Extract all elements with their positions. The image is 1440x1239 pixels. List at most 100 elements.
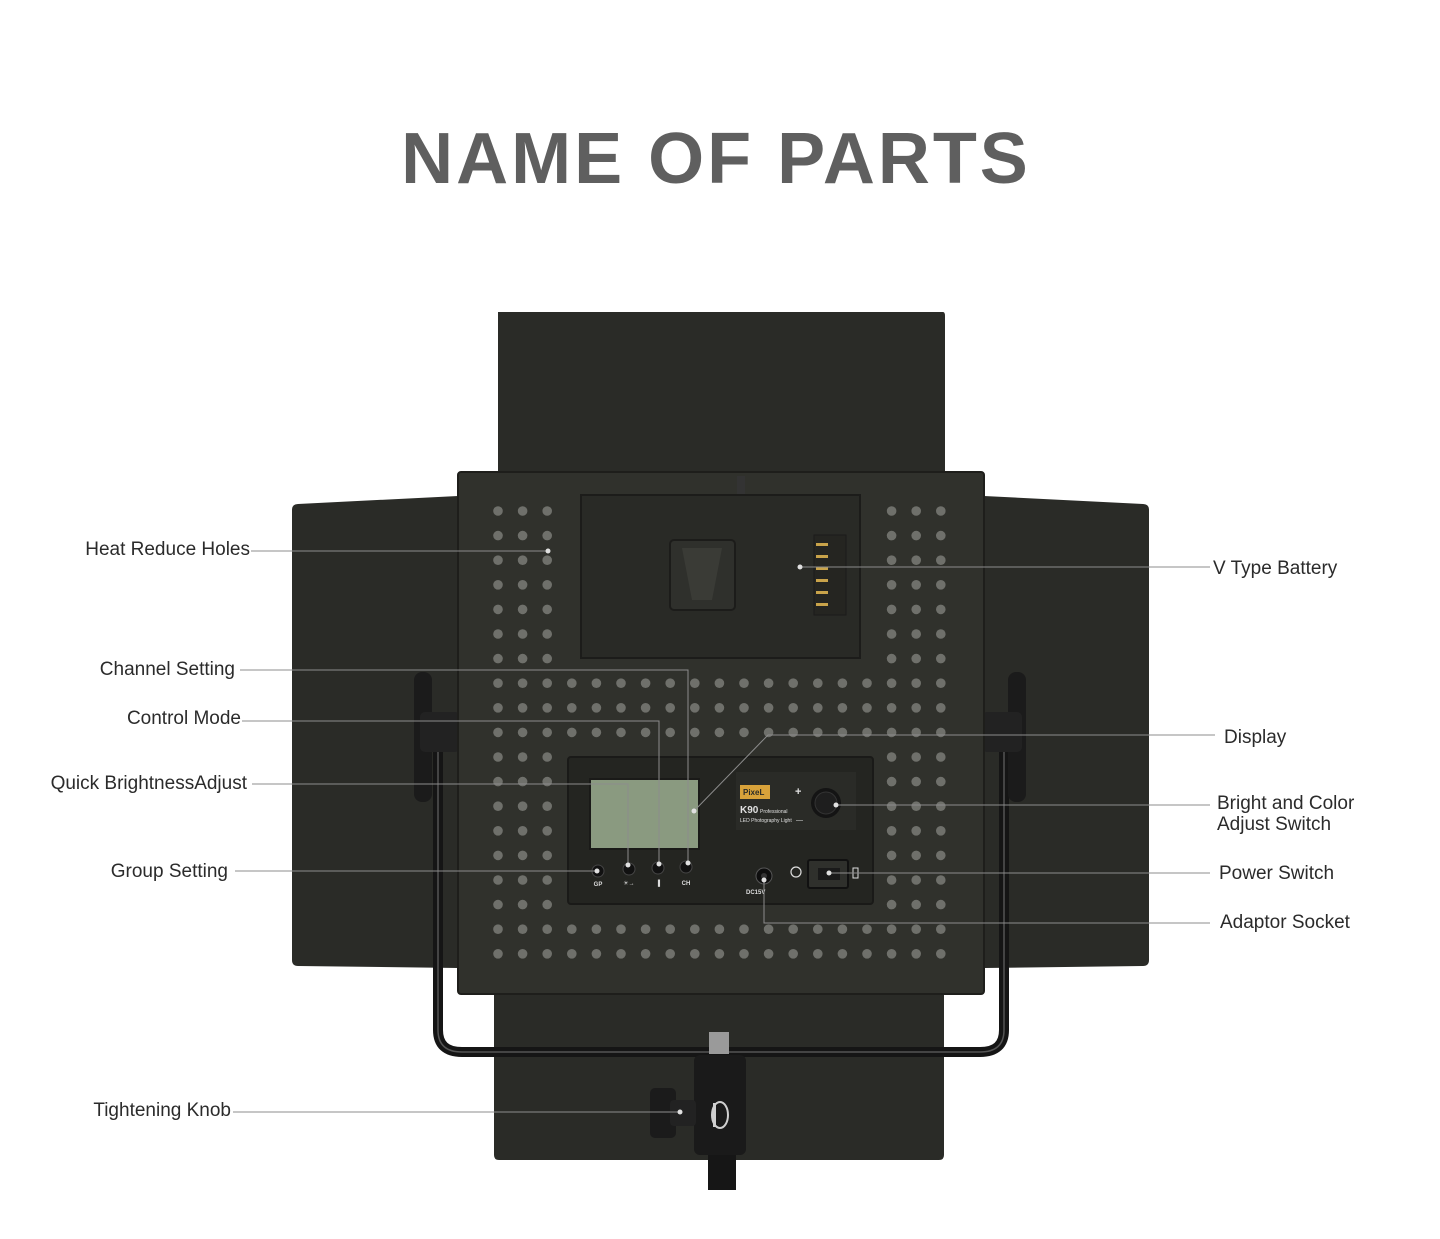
heat-hole (690, 703, 700, 713)
heat-hole (616, 949, 626, 959)
heat-hole (714, 949, 725, 959)
heat-hole (739, 727, 749, 738)
heat-hole (493, 776, 503, 787)
heat-hole (517, 703, 528, 713)
heat-hole (640, 949, 651, 959)
heat-hole (714, 727, 725, 738)
heat-hole (493, 530, 503, 541)
heat-hole (542, 826, 552, 836)
heat-hole (517, 727, 528, 738)
label-heat-reduce-holes: Heat Reduce Holes (85, 539, 250, 560)
heat-hole (911, 776, 921, 787)
heat-hole (542, 653, 552, 664)
model-sub: Professional (760, 809, 788, 815)
heat-hole (542, 727, 552, 738)
brand-logo (740, 785, 770, 799)
heat-hole (591, 949, 602, 959)
heat-hole (936, 752, 946, 762)
heat-hole (542, 555, 552, 565)
heat-hole (886, 776, 897, 787)
heat-hole (493, 801, 503, 811)
heat-hole (591, 703, 602, 713)
leader-lines (233, 550, 1215, 1113)
page-title: NAME OF PARTS (401, 119, 1031, 199)
top-barn-door (498, 312, 945, 474)
heat-hole (567, 949, 577, 959)
heat-hole (837, 678, 848, 688)
label-group-setting: Group Setting (110, 861, 228, 882)
heat-hole (493, 924, 503, 934)
heat-hole (542, 924, 552, 934)
heat-hole (567, 727, 577, 738)
bright-color-knob (811, 788, 841, 818)
model-name: K90 (740, 805, 759, 816)
label-quick-brightness-adjust: Quick BrightnessAdjust (50, 773, 247, 794)
brand-logo-text: PixeL (743, 788, 764, 797)
heat-hole (517, 949, 528, 959)
heat-hole (640, 924, 651, 934)
heat-hole (542, 629, 552, 639)
heat-hole (567, 678, 577, 688)
heat-hole (911, 752, 921, 762)
heat-hole (936, 875, 946, 885)
heat-hole (911, 949, 921, 959)
heat-hole (911, 678, 921, 688)
heat-hole (936, 555, 946, 565)
dc-label: DC15V (746, 890, 765, 896)
label-control-mode: Control Mode (126, 708, 241, 729)
heat-hole (936, 580, 946, 590)
heat-hole (591, 924, 602, 934)
heat-hole (690, 949, 700, 959)
heat-hole (616, 727, 626, 738)
heat-hole (616, 678, 626, 688)
heat-hole (911, 801, 921, 811)
heat-hole (640, 678, 651, 688)
heat-hole (690, 727, 700, 738)
heat-hole (665, 703, 675, 713)
heat-hole (911, 727, 921, 738)
heat-hole (493, 703, 503, 713)
heat-hole (517, 604, 528, 615)
heat-hole (788, 727, 798, 738)
heat-hole (911, 924, 921, 934)
heat-hole (542, 678, 552, 688)
heat-hole (936, 629, 946, 639)
left-barn-door (292, 496, 458, 968)
heat-hole (493, 653, 503, 664)
heat-hole (493, 506, 503, 516)
heat-hole (542, 752, 552, 762)
heat-hole (493, 727, 503, 738)
heat-hole (813, 703, 823, 713)
heat-hole (936, 530, 946, 541)
heat-hole (788, 949, 798, 959)
heat-hole (936, 776, 946, 787)
label-tightening-knob: Tightening Knob (93, 1100, 231, 1121)
heat-hole (763, 678, 774, 688)
heat-hole (911, 850, 921, 861)
heat-hole (640, 727, 651, 738)
heat-hole (640, 703, 651, 713)
right-barn-door (984, 496, 1149, 968)
heat-hole (886, 678, 897, 688)
tightening-knob (650, 1088, 696, 1138)
heat-hole (936, 801, 946, 811)
heat-hole (936, 653, 946, 664)
heat-hole (591, 678, 602, 688)
label-v-type-battery: V Type Battery (1213, 558, 1338, 579)
heat-hole (763, 727, 774, 738)
heat-hole (517, 629, 528, 639)
heat-hole (517, 752, 528, 762)
btn-ch-label: CH (682, 881, 691, 887)
heat-hole (837, 703, 848, 713)
heat-hole (517, 826, 528, 836)
heat-hole (493, 678, 503, 688)
heat-hole (690, 678, 700, 688)
heat-hole (542, 703, 552, 713)
heat-hole (517, 875, 528, 885)
btn-gp-label: GP (594, 882, 603, 888)
heat-hole (911, 653, 921, 664)
heat-hole (886, 899, 897, 910)
plus-sign: + (795, 786, 801, 798)
heat-hole (886, 924, 897, 934)
heat-hole (739, 678, 749, 688)
